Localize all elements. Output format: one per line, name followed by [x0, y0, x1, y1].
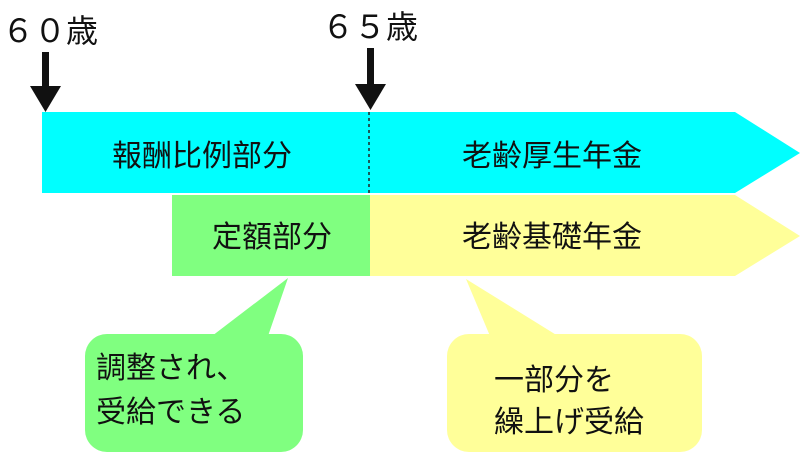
age-65-label: ６５歳: [322, 8, 418, 46]
fixed-amount-bar: [172, 195, 370, 276]
right-callout-bubble: 一部分を 繰上げ受給: [447, 279, 702, 452]
age-60-label: ６０歳: [2, 12, 98, 50]
fixed-amount-label: 定額部分: [212, 220, 332, 255]
employee-pension-bar: [42, 112, 800, 193]
age-60-arrow-icon: [30, 52, 61, 112]
old-age-basic-pension-label: 老齢基礎年金: [462, 220, 642, 255]
earnings-related-label: 報酬比例部分: [112, 139, 292, 174]
right-callout-line-2: 繰上げ受給: [494, 405, 644, 440]
basic-pension-bar: [370, 195, 800, 276]
left-callout-bubble: 調整され、 受給できる: [85, 278, 303, 452]
age-65-arrow-icon: [355, 48, 386, 110]
right-callout-line-1: 一部分を: [494, 363, 614, 398]
old-age-employee-pension-label: 老齢厚生年金: [462, 139, 642, 174]
left-callout-line-2: 受給できる: [96, 395, 245, 430]
left-callout-line-1: 調整され、: [96, 351, 246, 386]
